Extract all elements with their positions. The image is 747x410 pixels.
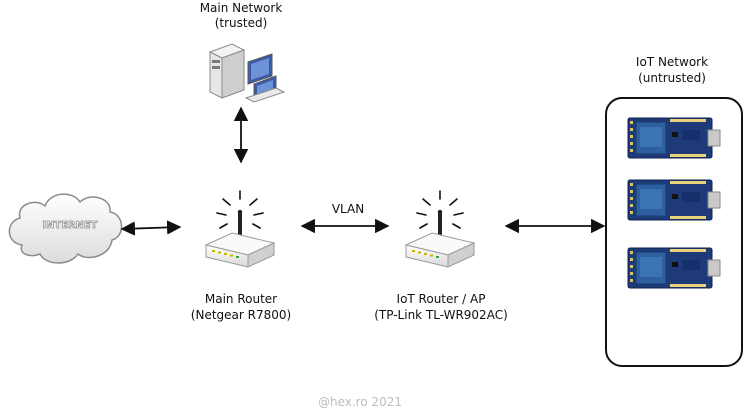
- iot-network-title: IoT Network: [636, 55, 708, 69]
- main-network-title: Main Network: [200, 1, 283, 15]
- internet-label: INTERNET: [42, 220, 97, 231]
- iot-router-icon: [405, 190, 475, 268]
- iot-network-box: [605, 97, 743, 367]
- main-router-subtitle: (Netgear R7800): [191, 308, 291, 322]
- main-network-subtitle: (trusted): [215, 16, 268, 30]
- main-router-icon: [205, 190, 275, 268]
- main-router-title: Main Router: [205, 292, 277, 306]
- iot-network-subtitle: (untrusted): [638, 71, 706, 85]
- cloud-icon: INTERNET: [8, 193, 123, 264]
- vlan-label: VLAN: [332, 202, 364, 216]
- connector-internet: [120, 220, 182, 236]
- server-workstation-icon: [208, 43, 286, 103]
- esp8266-board-3: [627, 247, 721, 289]
- iot-router-title: IoT Router / AP: [397, 292, 486, 306]
- esp8266-board-2: [627, 179, 721, 221]
- watermark: @hex.ro 2021: [318, 395, 402, 409]
- iot-router-subtitle: (TP-Link TL-WR902AC): [374, 308, 508, 322]
- esp8266-board-1: [627, 117, 721, 159]
